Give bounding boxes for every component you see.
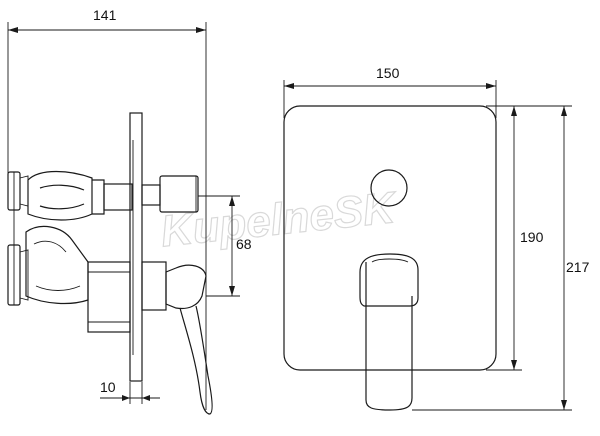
side-plate-thickness-label: 10	[100, 379, 116, 395]
front-diverter-knob	[370, 169, 408, 207]
watermark: KupelneSK	[158, 183, 400, 257]
wall-plate	[129, 112, 143, 382]
diverter-knob	[141, 175, 199, 213]
side-offset-dimension: 68	[198, 195, 252, 297]
cover-plate	[283, 105, 497, 371]
front-total-height-dimension: 217	[412, 105, 590, 411]
side-plate-thickness-dimension: 10	[100, 379, 160, 404]
front-view: 150 190 217	[283, 65, 590, 411]
mounting-bracket	[7, 171, 29, 306]
front-width-dimension: 150	[283, 65, 497, 118]
mixing-lever	[141, 261, 213, 415]
front-plate-height-dimension: 190	[486, 105, 544, 371]
side-width-dimension: 141	[7, 7, 207, 410]
side-view: 141 68 10	[7, 7, 252, 415]
front-lever	[359, 253, 419, 411]
side-offset-label: 68	[236, 236, 252, 252]
front-total-height-label: 217	[566, 259, 590, 275]
valve-body	[25, 170, 133, 333]
front-width-label: 150	[376, 65, 400, 81]
side-width-label: 141	[93, 7, 117, 23]
front-plate-height-label: 190	[520, 229, 544, 245]
